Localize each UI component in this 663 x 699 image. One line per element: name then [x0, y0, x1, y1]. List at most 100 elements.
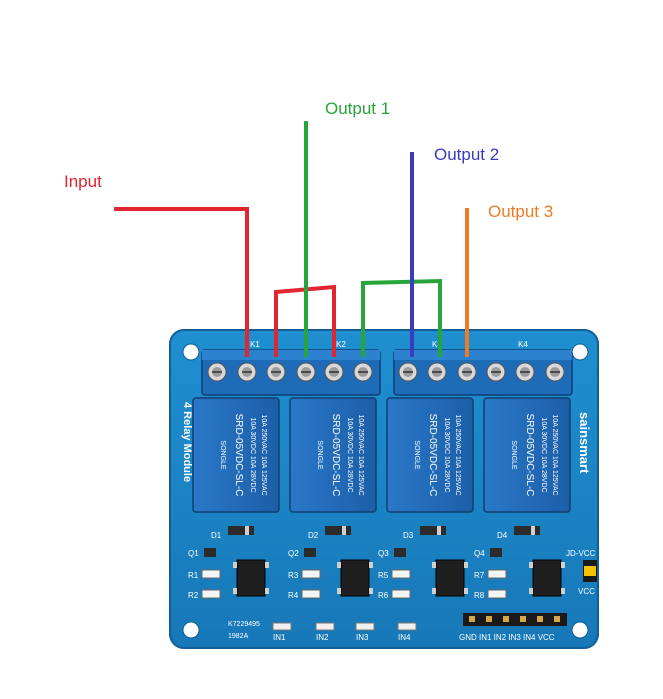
relay-text-maker: SONGLE — [510, 440, 517, 470]
output1-label: Output 1 — [325, 99, 391, 118]
terminal-screw — [237, 362, 257, 382]
brand-label: sainsmart — [577, 412, 592, 474]
transistor — [490, 548, 502, 557]
transistor — [204, 548, 216, 557]
resistor — [301, 589, 321, 599]
mount-hole-bl — [182, 621, 200, 639]
relay-text-line1: 10A 250VAC 10A 125VAC — [551, 414, 558, 495]
relay-text-line2: 10A 30VDC 10A 28VDC — [249, 417, 256, 492]
terminal-screw — [486, 362, 506, 382]
resistor-label: R2 — [188, 591, 199, 600]
resistor — [201, 569, 221, 579]
transistor — [394, 548, 406, 557]
resistor-label: R3 — [288, 571, 299, 580]
optocoupler — [529, 559, 565, 597]
header-pin — [469, 616, 475, 622]
optocoupler — [432, 559, 468, 597]
diode: D4 — [497, 526, 540, 540]
board-code-1: K7229495 — [228, 621, 260, 628]
input-label: IN3 — [356, 633, 369, 642]
relay-text-maker: SONGLE — [316, 440, 323, 470]
jumper-cap — [584, 566, 596, 576]
input-led — [272, 622, 292, 631]
resistor-label: R5 — [378, 571, 389, 580]
relay-text-line1: 10A 250VAC 10A 125VAC — [454, 414, 461, 495]
terminal-screw — [457, 362, 477, 382]
diode-label: D4 — [497, 531, 508, 540]
relay-text-line1: 10A 250VAC 10A 125VAC — [357, 414, 364, 495]
relay-k4: 10A 250VAC 10A 125VAC 10A 30VDC 10A 28VDC… — [483, 397, 571, 513]
diode-label: D1 — [211, 531, 222, 540]
header-pin — [520, 616, 526, 622]
header-pin — [486, 616, 492, 622]
jumper-label-top: JD-VCC — [566, 549, 596, 558]
relay-text-model: SRD-05VDC-SL-C — [524, 414, 535, 497]
input-wire — [114, 207, 249, 357]
terminal-screw — [427, 362, 447, 382]
relay-k3: 10A 250VAC 10A 125VAC 10A 30VDC 10A 28VDC… — [386, 397, 474, 513]
resistor-label: R1 — [188, 571, 199, 580]
resistor-label: R6 — [378, 591, 389, 600]
relay-name-label: K3 — [432, 340, 442, 349]
transistor — [304, 548, 316, 557]
relay-k1: 10A 250VAC 10A 125VAC 10A 30VDC 10A 28VDC… — [192, 397, 280, 513]
relay-k2: 10A 250VAC 10A 125VAC 10A 30VDC 10A 28VDC… — [289, 397, 377, 513]
input-led — [315, 622, 335, 631]
output2-label: Output 2 — [434, 145, 500, 164]
resistor — [487, 569, 507, 579]
resistor — [301, 569, 321, 579]
resistor-label: R8 — [474, 591, 485, 600]
transistor-label: Q4 — [474, 549, 485, 558]
header-pin-labels: GND IN1 IN2 IN3 IN4 VCC — [459, 633, 555, 642]
diode: D2 — [308, 526, 351, 540]
output3-label: Output 3 — [488, 202, 554, 221]
header-pin — [503, 616, 509, 622]
mount-hole-tl — [182, 343, 200, 361]
terminal-screw — [266, 362, 286, 382]
diode: D1 — [211, 526, 254, 540]
board-code-2: 1982A — [228, 633, 249, 640]
input-led — [397, 622, 417, 631]
relay-text-line2: 10A 30VDC 10A 28VDC — [443, 417, 450, 492]
resistor-label: R4 — [288, 591, 299, 600]
pin-header — [463, 613, 567, 626]
header-pin — [537, 616, 543, 622]
transistor-label: Q3 — [378, 549, 389, 558]
diode-label: D3 — [403, 531, 414, 540]
terminal-screw — [296, 362, 316, 382]
relay-text-maker: SONGLE — [413, 440, 420, 470]
terminal-screw — [398, 362, 418, 382]
relay-text-model: SRD-05VDC-SL-C — [330, 414, 341, 497]
terminal-block-k1-k2 — [201, 349, 381, 396]
relay-name-label: K1 — [250, 340, 260, 349]
resistor-label: R7 — [474, 571, 485, 580]
input-label: IN2 — [316, 633, 329, 642]
diode-label: D2 — [308, 531, 319, 540]
relay-text-model: SRD-05VDC-SL-C — [427, 414, 438, 497]
input-label: IN4 — [398, 633, 411, 642]
resistor — [391, 569, 411, 579]
optocoupler — [233, 559, 269, 597]
header-pin — [554, 616, 560, 622]
mount-hole-br — [571, 621, 589, 639]
terminal-screw — [515, 362, 535, 382]
terminal-screw — [545, 362, 565, 382]
input-label: IN1 — [273, 633, 286, 642]
relay-text-line2: 10A 30VDC 10A 28VDC — [346, 417, 353, 492]
relay-text-line2: 10A 30VDC 10A 28VDC — [540, 417, 547, 492]
relay-text-line1: 10A 250VAC 10A 125VAC — [260, 414, 267, 495]
relay-name-label: K4 — [518, 340, 528, 349]
resistor — [391, 589, 411, 599]
mount-hole-tr — [571, 343, 589, 361]
terminal-block-k3-k4 — [393, 349, 573, 396]
input-led — [355, 622, 375, 631]
relay-text-model: SRD-05VDC-SL-C — [233, 414, 244, 497]
input-label: Input — [64, 172, 102, 191]
transistor-label: Q2 — [288, 549, 299, 558]
optocoupler — [337, 559, 373, 597]
jumper-label-bottom: VCC — [578, 587, 595, 596]
terminal-screw — [324, 362, 344, 382]
resistor — [487, 589, 507, 599]
